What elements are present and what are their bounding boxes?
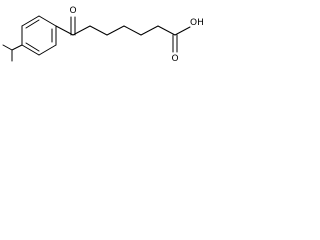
acid-carbonyl-oxygen-label: O — [171, 54, 178, 64]
chain-bond-6 — [157, 25, 176, 36]
carboxylic-acid-group: O OH — [171, 18, 203, 64]
chemical-structure: O O OH — [2, 6, 203, 64]
ketone-group: O — [55, 6, 77, 36]
isopropyl-group — [2, 44, 23, 62]
benzene-ring — [21, 15, 57, 56]
chain-bond-5 — [140, 25, 159, 36]
acid-bond-to-hydroxyl — [174, 26, 191, 36]
bond-ring-to-carbonyl — [55, 25, 74, 36]
ring-double-bond-1 — [25, 42, 40, 52]
ring-bond-1 — [21, 44, 40, 56]
ring-bond-4 — [38, 15, 57, 27]
alkyl-chain — [72, 25, 176, 36]
acid-hydroxyl-label: OH — [190, 18, 203, 28]
ketone-oxygen-label: O — [69, 6, 76, 16]
chain-bond-3 — [106, 25, 125, 36]
bond-isopropyl-to-ring — [11, 44, 23, 51]
ring-double-bond-3 — [25, 19, 40, 29]
chain-bond-1 — [72, 25, 91, 36]
chain-bond-4 — [123, 25, 142, 36]
chain-bond-2 — [89, 25, 108, 36]
ring-bond-5 — [21, 15, 40, 27]
ring-bond-2 — [38, 44, 57, 56]
bond-isopropyl-methyl-1 — [2, 44, 13, 51]
